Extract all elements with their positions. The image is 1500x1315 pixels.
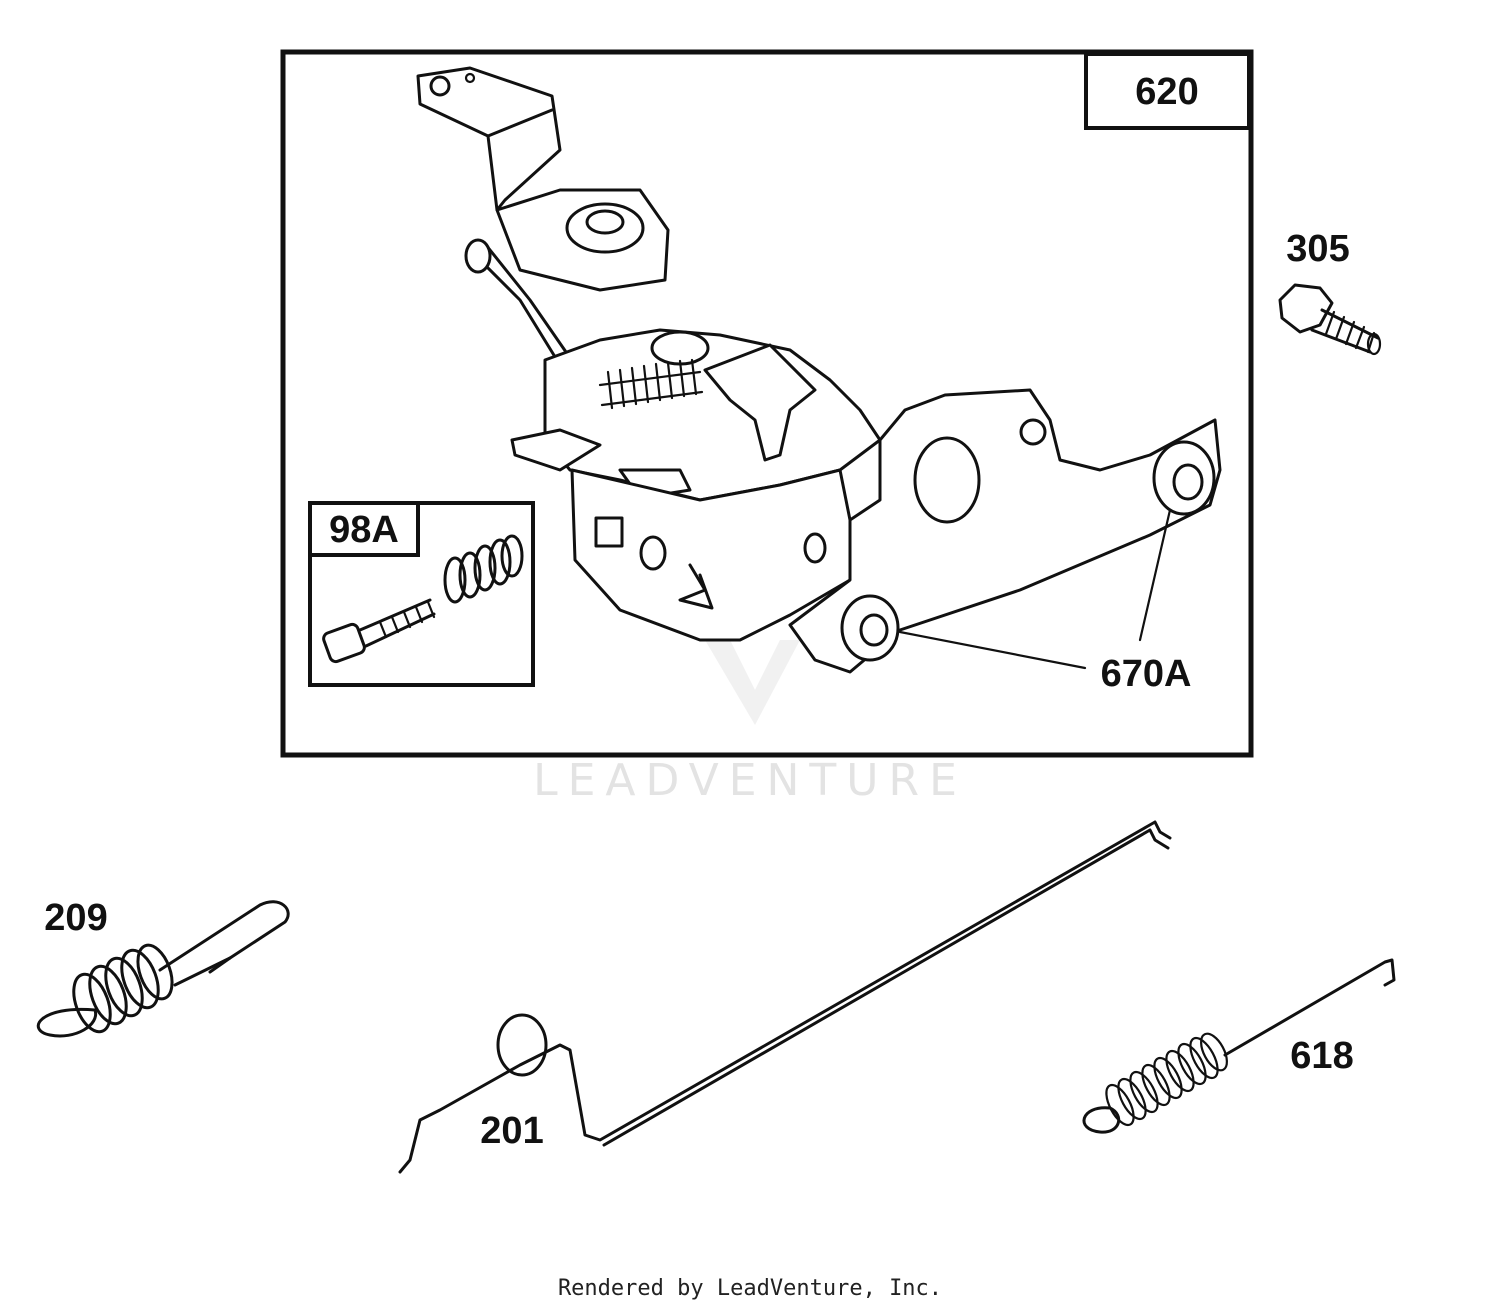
adjusting-screw-drawing: [322, 534, 524, 664]
watermark-text: LEADVENTURE: [533, 755, 967, 806]
bolt-drawing: [1278, 283, 1382, 356]
assembly-label: 620: [1135, 71, 1198, 113]
footer-credit: Rendered by LeadVenture, Inc.: [557, 1276, 943, 1301]
callout-618: 618: [1290, 1035, 1353, 1077]
assembly-frame: [280, 49, 1254, 758]
throttle-spring-drawing: [1082, 958, 1396, 1134]
governor-link-drawing: [398, 820, 1172, 1174]
callout-305: 305: [1286, 228, 1349, 270]
callout-201: 201: [480, 1110, 543, 1152]
governor-spring-drawing: [36, 900, 290, 1038]
callout-209: 209: [44, 897, 107, 939]
callout-670a: 670A: [1101, 653, 1192, 695]
assembly-label-box: [1084, 52, 1251, 130]
inset-label: 98A: [329, 509, 399, 551]
control-bracket-drawing: [416, 66, 1222, 674]
inset-label-box: [308, 501, 420, 557]
